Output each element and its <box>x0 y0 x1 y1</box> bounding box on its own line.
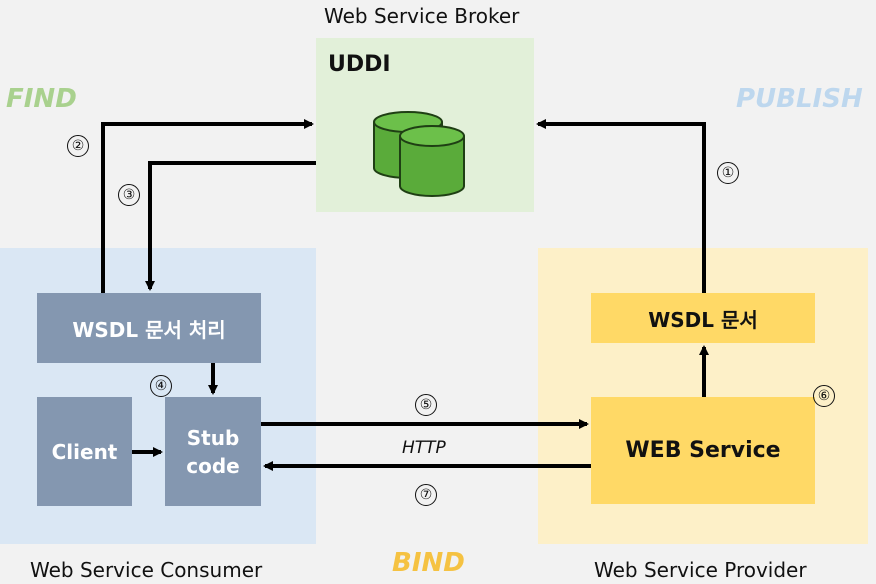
stub-line1: Stub <box>186 425 240 450</box>
database-icon <box>373 111 465 197</box>
wsdl-processing-box[interactable]: WSDL 문서 처리 <box>37 293 261 363</box>
wsdl-document-box[interactable]: WSDL 문서 <box>591 293 815 343</box>
publish-label: PUBLISH <box>736 84 863 114</box>
client-box[interactable]: Client <box>37 397 132 506</box>
uddi-title: UDDI <box>328 52 391 77</box>
web-service-box[interactable]: WEB Service <box>591 397 815 504</box>
step-7: ⑦ <box>415 484 437 506</box>
step-5: ⑤ <box>415 394 437 416</box>
consumer-label: Web Service Consumer <box>30 558 263 582</box>
step-1: ① <box>717 162 739 184</box>
broker-label: Web Service Broker <box>324 4 520 28</box>
stub-line2: code <box>186 453 240 478</box>
stub-code-box[interactable]: Stub code <box>165 397 261 506</box>
step-4: ④ <box>150 375 172 397</box>
step-3: ③ <box>118 184 140 206</box>
arrow-find-request <box>101 119 314 293</box>
bind-label: BIND <box>392 548 465 578</box>
find-label: FIND <box>6 84 77 114</box>
provider-label: Web Service Provider <box>594 558 807 582</box>
arrow-find-response <box>145 161 316 291</box>
arrow-publish <box>536 119 706 293</box>
http-label: HTTP <box>402 438 446 458</box>
step-2: ② <box>67 135 89 157</box>
step-6: ⑥ <box>813 385 835 407</box>
